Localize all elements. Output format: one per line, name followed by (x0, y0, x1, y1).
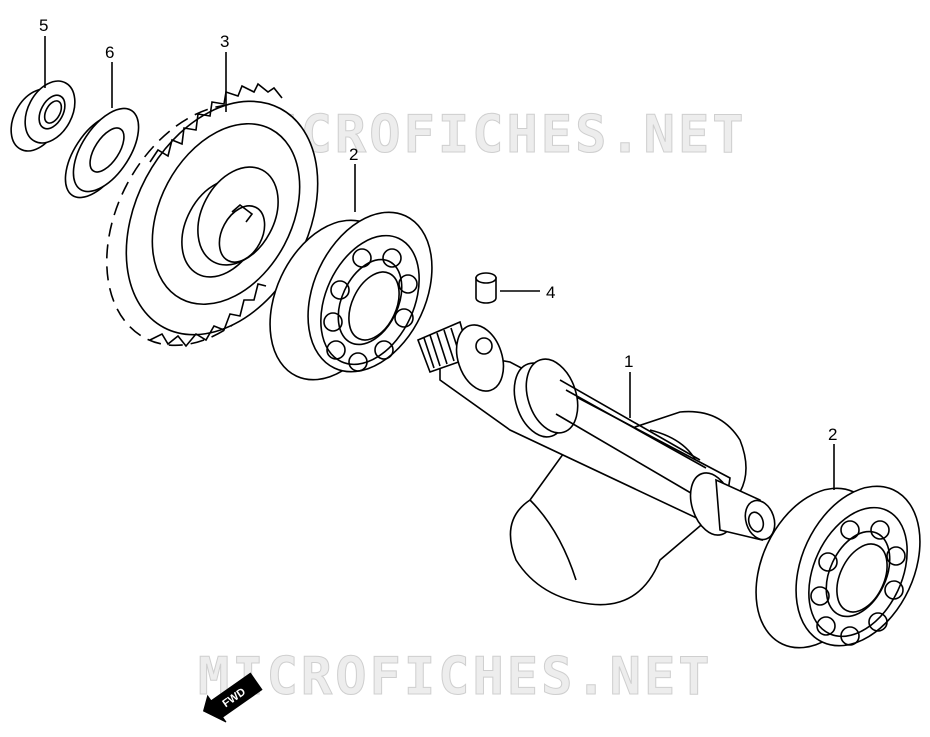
callout-1: 1 (624, 352, 633, 371)
part-2-bearing-lower[interactable] (732, 466, 930, 668)
part-3-gear[interactable] (67, 68, 356, 379)
callout-6: 6 (105, 43, 114, 62)
leader-lines (44, 36, 835, 490)
callout-2-upper: 2 (349, 145, 358, 164)
watermark-top: MICROFICHES.NET (232, 105, 747, 165)
part-5-nut[interactable] (1, 73, 85, 160)
callout-3: 3 (220, 32, 229, 51)
callout-4: 4 (546, 283, 555, 302)
part-6-washer[interactable] (52, 98, 151, 209)
callout-2-lower: 2 (828, 425, 837, 444)
part-4-pin[interactable] (475, 272, 497, 304)
watermark-bottom: MICROFICHES.NET (198, 647, 713, 707)
fwd-arrow-icon: FWD (202, 672, 263, 723)
callout-5: 5 (39, 16, 48, 35)
part-2-bearing-upper[interactable] (246, 192, 457, 400)
part-1-balancer-shaft[interactable] (416, 319, 779, 606)
